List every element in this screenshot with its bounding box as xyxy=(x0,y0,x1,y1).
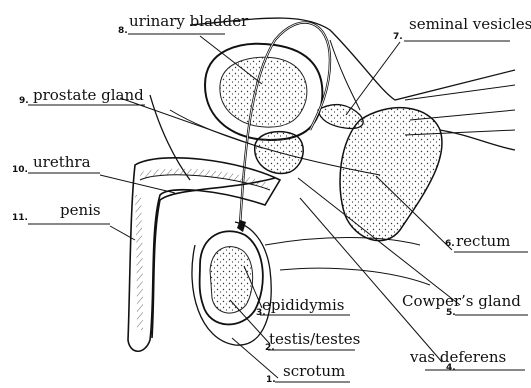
label-seminal-vesicles: seminal vesicles xyxy=(409,17,531,32)
label-scrotum: scrotum xyxy=(283,364,345,379)
label-number: 5. xyxy=(446,309,456,318)
label-urinary-bladder: urinary bladder xyxy=(129,14,248,29)
label-number: 8. xyxy=(118,27,128,36)
pubic-outline xyxy=(150,95,190,180)
label-vas-deferens: vas deferens xyxy=(410,350,506,365)
label-epididymis: epididymis xyxy=(262,298,344,313)
bladder-shape xyxy=(205,44,322,140)
label-number: 1. xyxy=(266,376,276,385)
label-urethra: urethra xyxy=(33,155,91,170)
label-number: 11. xyxy=(12,214,28,223)
label-cowpers-gland: Cowper’s gland xyxy=(402,294,521,309)
label-rectum: rectum xyxy=(456,234,510,249)
label-testis-testes: testis/testes xyxy=(269,332,360,347)
rectum-shape xyxy=(340,85,515,241)
label-penis: penis xyxy=(60,203,101,218)
label-number: 4. xyxy=(446,364,456,373)
label-number: 10. xyxy=(12,166,28,175)
label-number: 9. xyxy=(19,97,29,106)
label-number: 7. xyxy=(393,33,403,42)
label-number: 6. xyxy=(445,240,455,249)
testis-shape xyxy=(200,220,263,324)
label-prostate-gland: prostate gland xyxy=(33,88,144,103)
